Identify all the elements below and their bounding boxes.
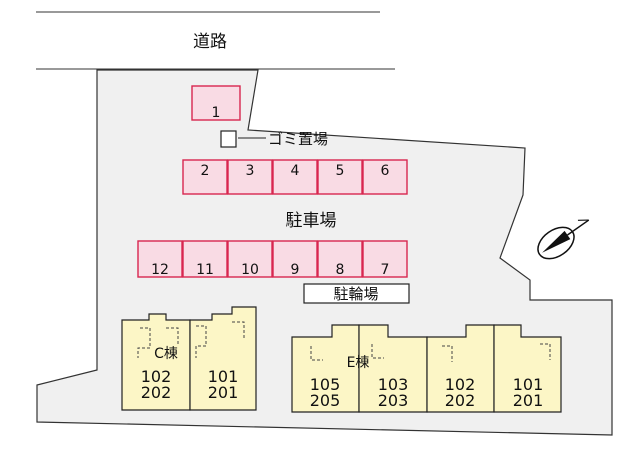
- garbage-label: ゴミ置場: [268, 130, 328, 148]
- unit-lower: 201: [513, 391, 544, 410]
- bicycle-parking: 駐輪場: [303, 283, 410, 304]
- parking-space: 6: [362, 159, 408, 195]
- svg-text:3: 3: [246, 163, 255, 179]
- parking-space: 3: [227, 159, 273, 195]
- building-e: E棟 105 205 103 203 102 202 101 201: [291, 324, 562, 413]
- bicycle-parking-label: 駐輪場: [333, 285, 378, 303]
- compass-icon: [537, 219, 590, 260]
- unit-lower: 205: [310, 391, 341, 410]
- svg-text:2: 2: [201, 163, 210, 179]
- unit-lower: 203: [378, 391, 409, 410]
- road-label: 道路: [193, 32, 227, 52]
- svg-text:6: 6: [381, 163, 390, 179]
- parking-space: 2: [182, 159, 228, 195]
- unit-upper: 101: [208, 367, 239, 386]
- parking-space: 12: [137, 240, 183, 278]
- svg-text:10: 10: [241, 262, 259, 278]
- svg-text:7: 7: [381, 262, 390, 278]
- unit-lower: 202: [141, 383, 172, 402]
- unit-upper: 105: [310, 375, 341, 394]
- svg-text:12: 12: [151, 262, 169, 278]
- unit-lower: 201: [208, 383, 239, 402]
- svg-text:1: 1: [212, 105, 221, 121]
- parking-space: 10: [227, 240, 273, 278]
- building-c-label: C棟: [154, 346, 178, 362]
- unit-upper: 102: [445, 375, 476, 394]
- parking-space: 9: [272, 240, 318, 278]
- svg-text:8: 8: [336, 262, 345, 278]
- parking-space: 8: [317, 240, 363, 278]
- svg-text:9: 9: [291, 262, 300, 278]
- parking-space: 7: [362, 240, 408, 278]
- parking-space: 11: [182, 240, 228, 278]
- building-c: C棟 102 202 101 201: [121, 306, 257, 411]
- unit-upper: 103: [378, 375, 409, 394]
- unit-upper: 102: [141, 367, 172, 386]
- unit-lower: 202: [445, 391, 476, 410]
- svg-text:5: 5: [336, 163, 345, 179]
- parking-label: 駐車場: [286, 211, 337, 231]
- parking-space: 1: [191, 85, 241, 121]
- svg-text:11: 11: [196, 262, 214, 278]
- building-e-label: E棟: [347, 355, 370, 371]
- unit-upper: 101: [513, 375, 544, 394]
- parking-space: 5: [317, 159, 363, 195]
- parking-space: 4: [272, 159, 318, 195]
- svg-text:4: 4: [291, 163, 300, 179]
- garbage-area: [220, 130, 237, 148]
